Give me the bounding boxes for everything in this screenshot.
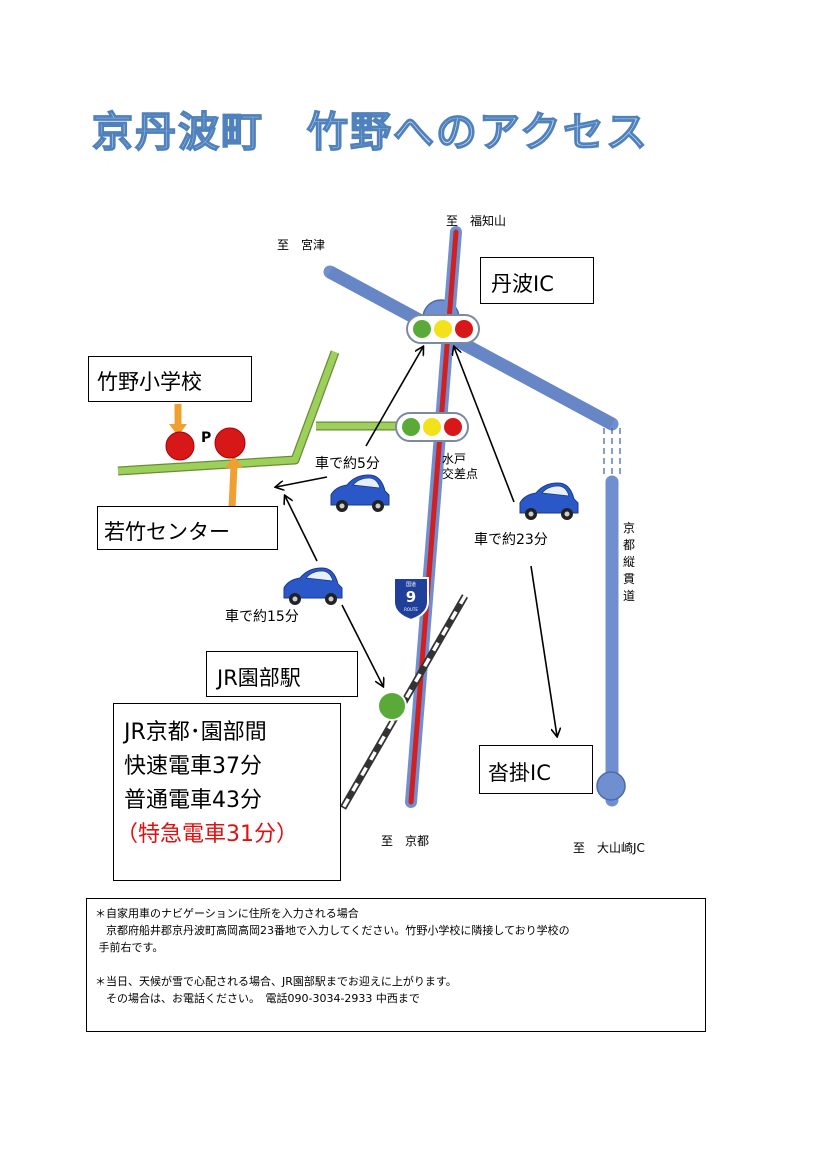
note1-title: ＊自家用車のナビゲーションに住所を入力される場合 <box>95 907 359 920</box>
route-arrow-15min-down <box>341 604 383 686</box>
expressway-diagonal-outline <box>326 266 616 430</box>
route-arrow-23min-down <box>530 565 557 736</box>
traffic-light-tanba <box>406 314 480 344</box>
destination-miyazu: 至 宮津 <box>277 238 326 252</box>
route-arrow-15min-up <box>285 496 318 562</box>
destination-kyoto: 至 京都 <box>381 834 430 848</box>
parking-label: P <box>201 430 212 446</box>
travel-time-5min: 車で約5分 <box>315 456 380 472</box>
route-arrow-5min-up <box>365 347 423 447</box>
sonobe-station-label: JR園部駅 <box>206 651 358 697</box>
route-arrow-5min-left <box>276 476 328 487</box>
kutsukake-ic-label: 沓掛IC <box>479 745 593 794</box>
kutsukake-junction-node <box>596 771 626 801</box>
tanba-ic-label: 丹波IC <box>480 257 594 304</box>
car-icon <box>519 482 579 521</box>
note2-title: ＊当日、天候が雪で心配される場合、JR園部駅までお迎えに上がります。 <box>95 975 457 988</box>
orange-arrowhead-school <box>169 424 187 436</box>
traffic-light-mito <box>395 412 469 442</box>
notes-box: ＊自家用車のナビゲーションに住所を入力される場合 京都府船井郡京丹波町高岡高岡2… <box>86 898 706 1032</box>
train-info-box: JR京都･園部間 快速電車37分 普通電車43分 （特急電車31分） <box>113 703 341 881</box>
train-info-rapid: 快速電車37分 <box>124 754 262 779</box>
note2-body: その場合は、お電話ください。 電話090-3034-2933 中西まで <box>95 992 420 1005</box>
car-icon <box>283 567 343 606</box>
train-info-local: 普通電車43分 <box>124 788 262 813</box>
center-location-marker <box>214 427 246 459</box>
note1-body: 京都府船井郡京丹波町高岡高岡23番地で入力してください。竹野小学校に隣接しており… <box>98 924 570 954</box>
local-road-main-fill <box>117 350 339 475</box>
destination-oyamazaki: 至 大山崎JC <box>573 841 645 855</box>
school-location-marker <box>165 431 195 461</box>
travel-time-15min: 車で約15分 <box>225 609 299 625</box>
wakatake-center-label: 若竹センター <box>97 506 278 550</box>
page-title: 京丹波町 竹野へのアクセス <box>91 107 649 156</box>
svg-text:ROUTE: ROUTE <box>404 607 418 612</box>
orange-arrowhead-center <box>225 456 243 468</box>
svg-text:国道: 国道 <box>406 581 416 588</box>
sonobe-station-marker <box>377 691 407 721</box>
svg-text:9: 9 <box>406 588 416 606</box>
takeno-school-label: 竹野小学校 <box>88 356 252 402</box>
train-info-route: JR京都･園部間 <box>124 720 267 745</box>
route-arrow-23min-up <box>454 347 515 503</box>
car-icon <box>330 474 390 513</box>
route9-sign-icon: 国道 9 ROUTE <box>393 577 429 622</box>
destination-fukuchiyama: 至 福知山 <box>446 214 507 228</box>
expressway-label: 京都縦貫道 <box>622 521 635 603</box>
railway-ties <box>341 595 467 809</box>
orange-arrow-center <box>228 465 238 509</box>
mito-intersection-label: 水戸 交差点 <box>442 452 479 481</box>
expressway-diagonal <box>323 265 619 431</box>
travel-time-23min: 車で約23分 <box>474 532 548 548</box>
train-info-express: （特急電車31分） <box>116 822 298 847</box>
